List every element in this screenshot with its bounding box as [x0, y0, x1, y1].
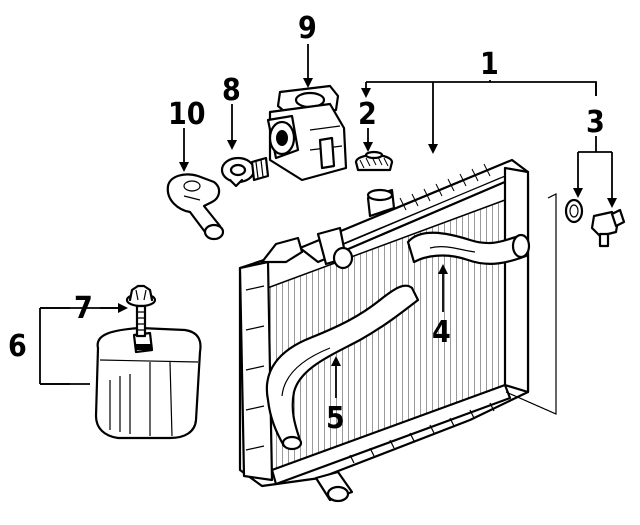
callout-9: 9: [298, 11, 317, 46]
callout-2: 2: [358, 97, 377, 132]
callout-5: 5: [326, 401, 345, 436]
callout-3: 3: [586, 105, 605, 140]
callout-10: 10: [168, 97, 206, 132]
thermostat-housing: [266, 84, 348, 182]
thermostat: [220, 156, 270, 188]
callout-1: 1: [480, 47, 499, 82]
callout-6: 6: [8, 329, 27, 364]
lower-radiator-hose: [265, 284, 420, 451]
leader-lines: [39, 44, 617, 415]
callout-7: 7: [74, 291, 93, 326]
coolant-reservoir: [94, 326, 202, 440]
radiator-cap: [354, 150, 394, 172]
drain-plug-and-gasket: [564, 198, 626, 248]
reservoir-cap: [125, 284, 157, 338]
radiator: [238, 158, 530, 503]
callout-4: 4: [432, 315, 451, 350]
water-outlet: [166, 173, 225, 241]
upper-radiator-hose: [406, 231, 531, 265]
callout-8: 8: [222, 73, 241, 108]
